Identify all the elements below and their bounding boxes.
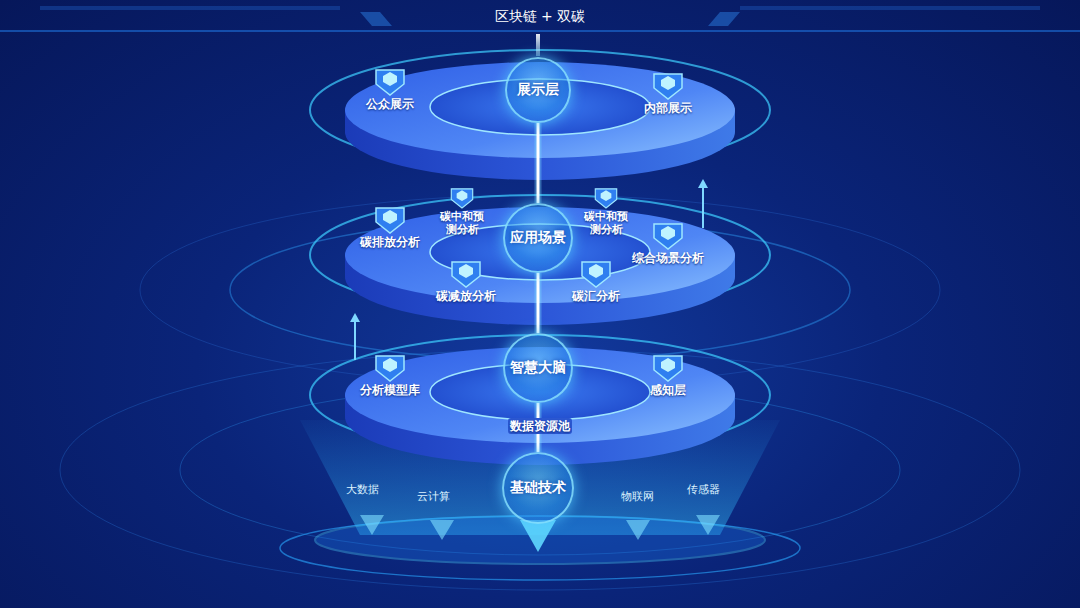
badge-icon	[449, 187, 475, 209]
node-text: 综合场景分析	[630, 250, 706, 266]
badge-icon	[373, 354, 407, 382]
node-text: 碳汇分析	[570, 288, 622, 304]
node-text: 碳中和预测分析	[579, 209, 633, 237]
icon-badge: 分析模型库	[358, 354, 422, 398]
icon-badge: 碳排放分析	[358, 206, 422, 250]
icon-badge: 内部展示	[642, 72, 694, 116]
node-text: 应用场景	[510, 229, 566, 247]
layer-orb: 展示层	[505, 57, 571, 123]
tech-label: 云计算	[417, 489, 450, 504]
layer-orb: 应用场景	[503, 203, 573, 273]
beam-connector	[538, 123, 539, 203]
tech-label: 物联网	[621, 489, 654, 504]
icon-badge: 感知层	[648, 354, 688, 398]
node-text: 基础技术	[510, 479, 566, 497]
badge-icon	[373, 68, 407, 96]
node-text: 碳排放分析	[358, 234, 422, 250]
icon-badge: 公众展示	[364, 68, 416, 112]
icon-badge: 碳中和预测分析	[435, 187, 489, 237]
node-text: 展示层	[517, 81, 559, 99]
badge-icon	[651, 354, 685, 382]
pool-label: 数据资源池	[508, 418, 572, 434]
node-text: 内部展示	[642, 100, 694, 116]
badge-icon	[651, 222, 685, 250]
layer-orb: 智慧大脑	[503, 333, 573, 403]
node-text: 感知层	[648, 382, 688, 398]
icon-badge: 综合场景分析	[630, 222, 706, 266]
node-text: 数据资源池	[508, 418, 572, 434]
icon-badge: 碳减放分析	[434, 260, 498, 304]
beam-connector	[538, 273, 539, 333]
node-text: 分析模型库	[358, 382, 422, 398]
icon-badge: 碳中和预测分析	[579, 187, 633, 237]
node-text: 碳减放分析	[434, 288, 498, 304]
layer-orb: 基础技术	[502, 452, 574, 524]
badge-icon	[593, 187, 619, 209]
tech-label: 大数据	[346, 482, 379, 497]
node-text: 智慧大脑	[510, 359, 566, 377]
badge-icon	[449, 260, 483, 288]
badge-icon	[651, 72, 685, 100]
node-text: 碳中和预测分析	[435, 209, 489, 237]
tech-label: 传感器	[687, 482, 720, 497]
diagram-title: 区块链 + 双碳	[495, 8, 586, 26]
badge-icon	[579, 260, 613, 288]
node-text: 公众展示	[364, 96, 416, 112]
icon-badge: 碳汇分析	[570, 260, 622, 304]
badge-icon	[373, 206, 407, 234]
